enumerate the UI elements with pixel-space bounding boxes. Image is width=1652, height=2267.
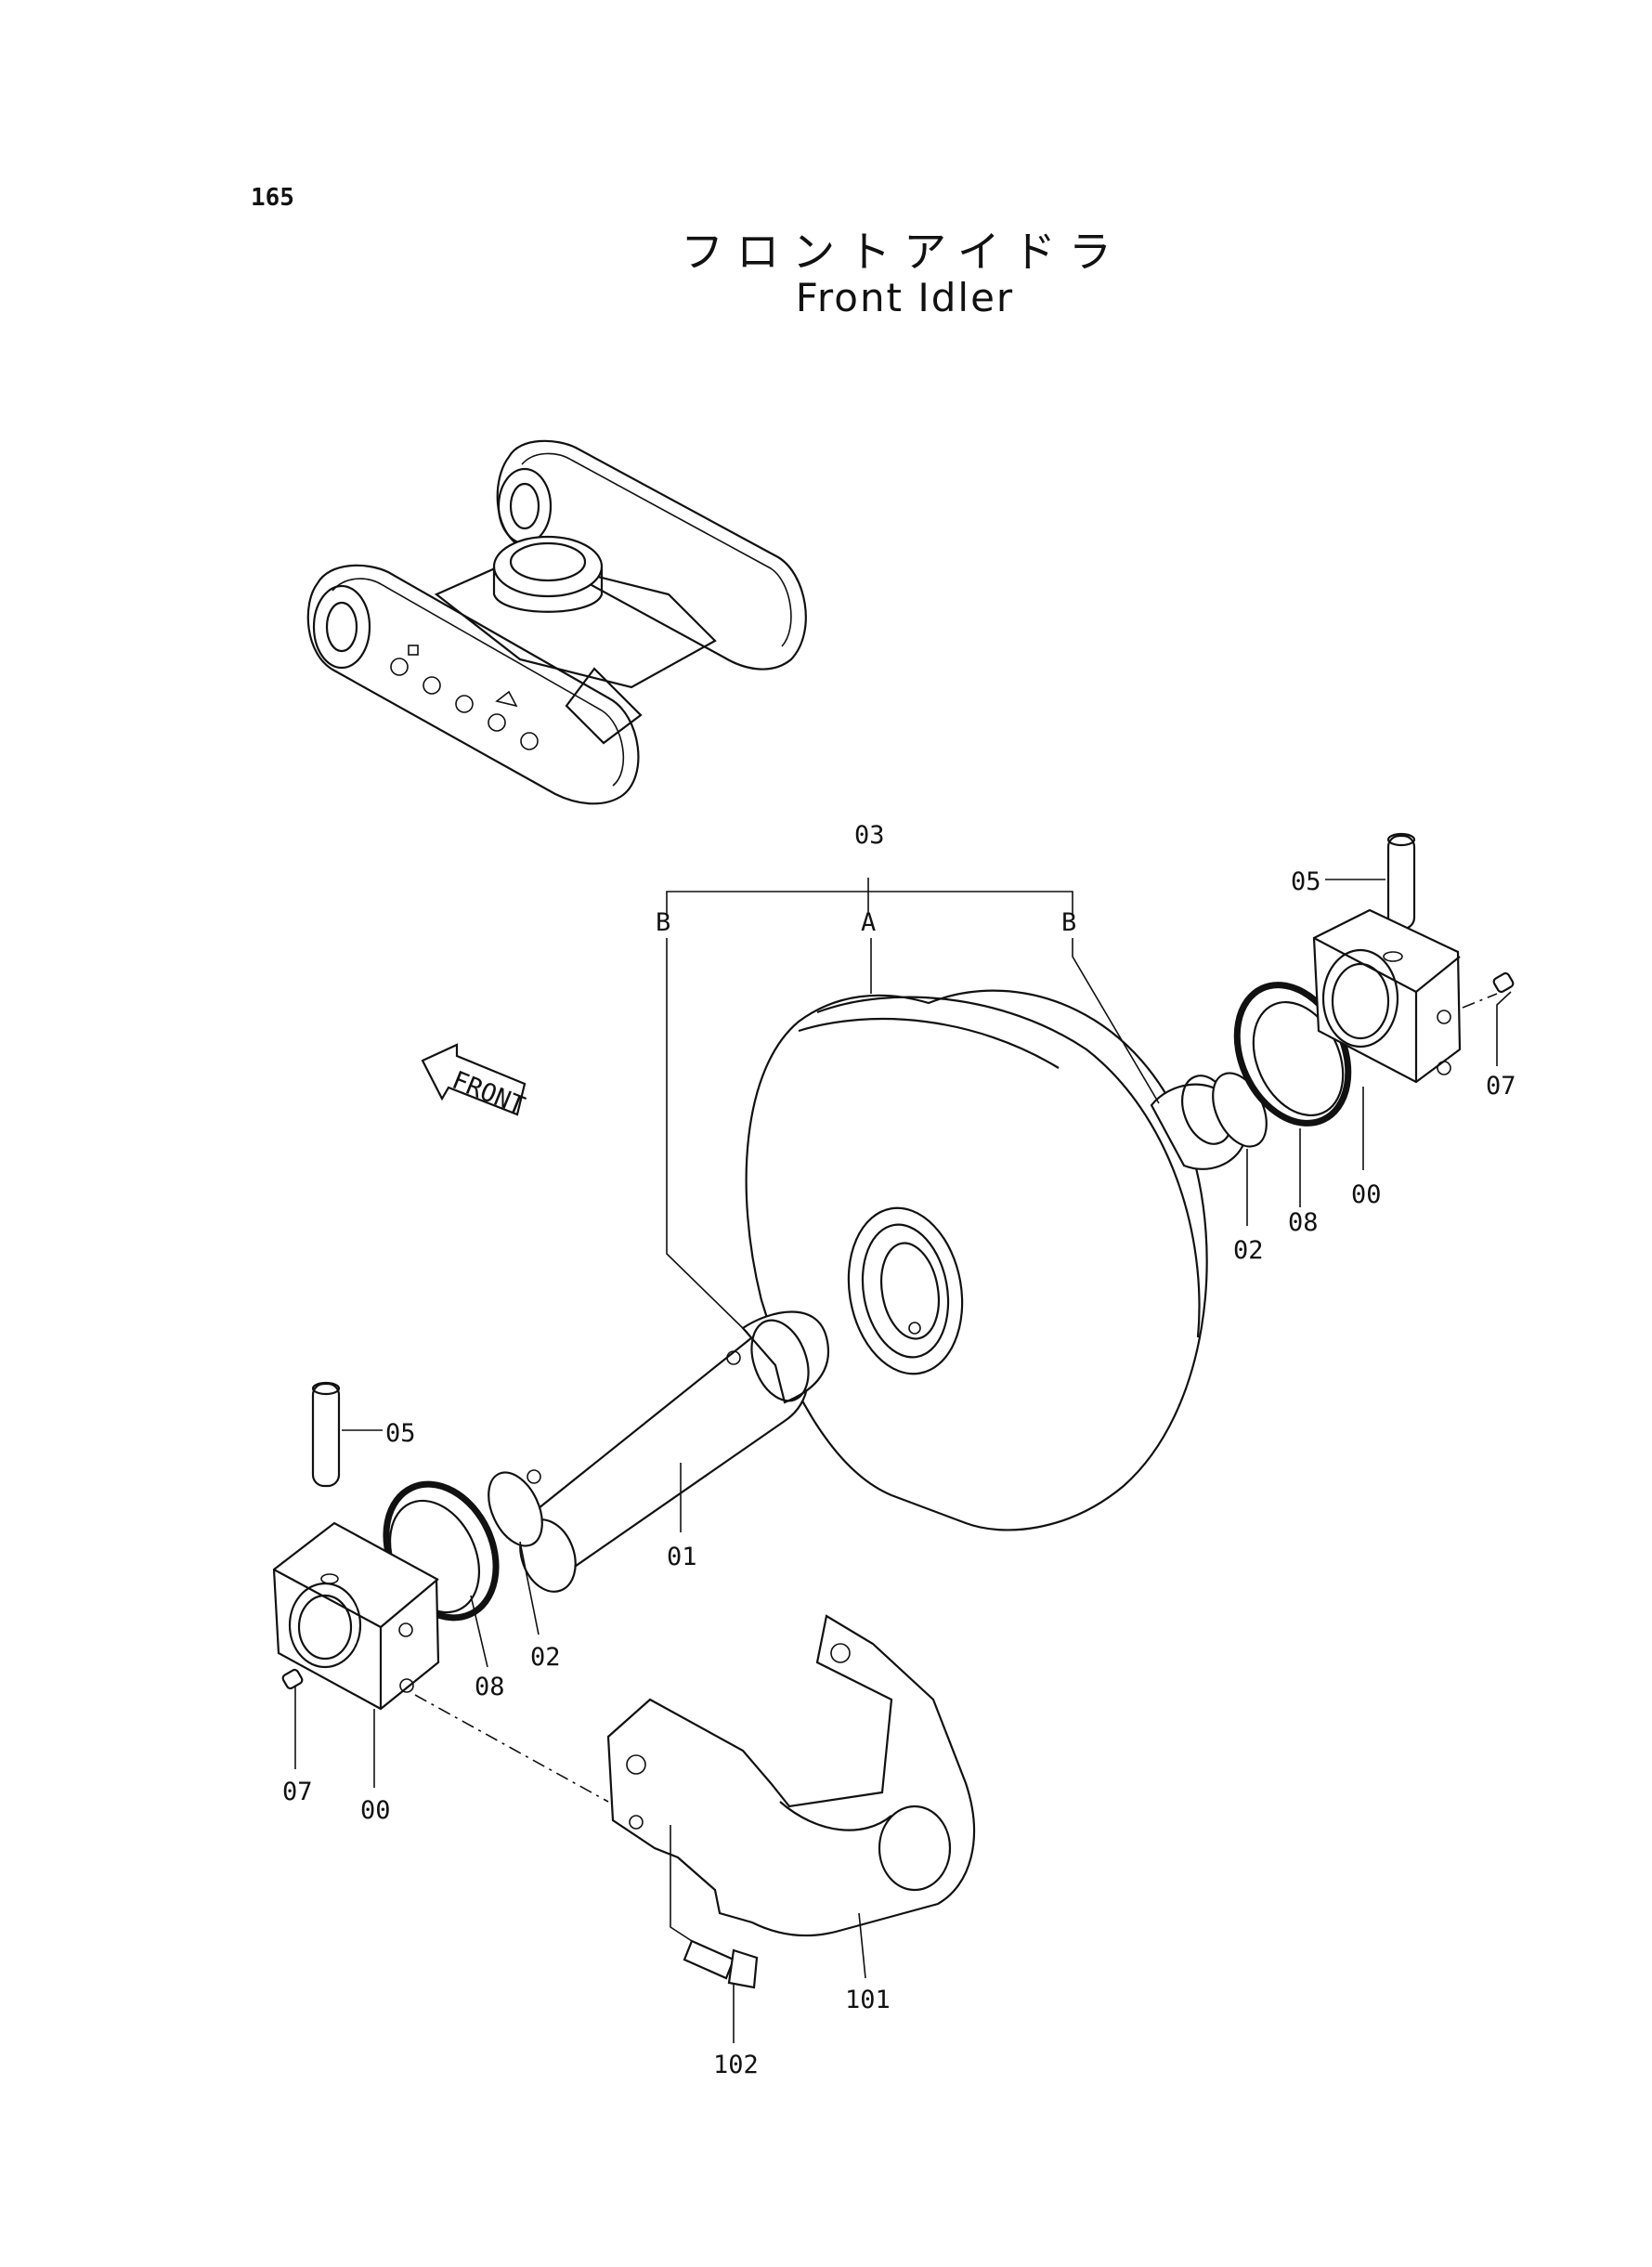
callout-03: 03 bbox=[854, 821, 885, 850]
callout-02-right: 02 bbox=[1233, 1236, 1264, 1265]
callout-labels: 03 B A B 05 07 00 08 02 05 01 02 08 07 0… bbox=[282, 821, 1516, 2079]
callout-02-left: 02 bbox=[530, 1643, 561, 1672]
callout-08-left: 08 bbox=[475, 1673, 505, 1701]
undercarriage-overview-illustration bbox=[306, 439, 807, 805]
callout-08-right: 08 bbox=[1288, 1208, 1319, 1237]
idler-wheel bbox=[745, 989, 1208, 1531]
idler-bracket-101 bbox=[606, 1614, 976, 1937]
callout-07-left: 07 bbox=[282, 1778, 313, 1806]
callout-07-right: 07 bbox=[1486, 1072, 1516, 1101]
front-direction-arrow: FRONT bbox=[421, 1043, 528, 1121]
page-title-english: Front Idler bbox=[795, 275, 1015, 320]
right-pin-05 bbox=[1386, 832, 1416, 931]
leader-lines bbox=[294, 878, 1512, 2043]
callout-05-right: 05 bbox=[1291, 867, 1321, 896]
callout-101: 101 bbox=[845, 1986, 891, 2014]
idler-shaft bbox=[518, 1075, 1246, 1593]
callout-05-left: 05 bbox=[385, 1419, 416, 1448]
left-pin-05 bbox=[311, 1381, 341, 1488]
callout-b-left: B bbox=[656, 908, 670, 937]
callout-00-left: 00 bbox=[360, 1796, 391, 1825]
callout-102: 102 bbox=[713, 2051, 759, 2079]
page-title-japanese: フロントアイドラ bbox=[681, 227, 1125, 277]
callout-01: 01 bbox=[667, 1543, 697, 1571]
left-o-ring-02 bbox=[488, 1471, 543, 1547]
right-support-block-00 bbox=[1312, 908, 1462, 1084]
left-support-block-00 bbox=[272, 1521, 440, 1711]
callout-b-right: B bbox=[1061, 908, 1076, 937]
callout-00-right: 00 bbox=[1351, 1180, 1382, 1209]
left-set-screw-07 bbox=[281, 1668, 304, 1690]
right-set-screw-07 bbox=[1492, 971, 1515, 994]
bolt-102 bbox=[683, 1939, 759, 1989]
page-number: 165 bbox=[251, 184, 294, 212]
callout-a: A bbox=[861, 908, 876, 937]
